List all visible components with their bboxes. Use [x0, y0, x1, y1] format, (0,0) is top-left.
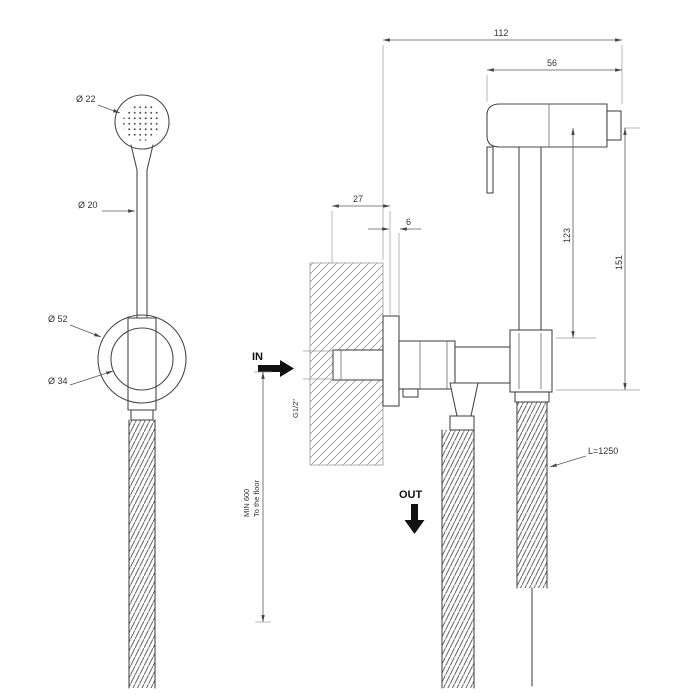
- inlet-nipple: [332, 349, 384, 381]
- dimension-lines: [261, 38, 627, 622]
- holder-cup: [127, 317, 157, 411]
- flex-hose-front-edges: [128, 419, 156, 689]
- holder-cup-side: [509, 329, 553, 393]
- front-view: Ø 22 Ø 20 Ø 52 Ø 34: [48, 94, 187, 689]
- side-view: IN OUT G1/2": [242, 28, 640, 689]
- leader-hose-length: [549, 455, 587, 468]
- sprayer-handle-front: [136, 169, 148, 319]
- floor-note-label: To the floor: [252, 479, 261, 517]
- leader-holder-inner: [69, 370, 114, 386]
- valve-stub: [402, 388, 419, 398]
- dim-123-label: 123: [562, 228, 572, 243]
- leader-head-diameter: [97, 104, 121, 114]
- dim-27-label: 27: [353, 194, 363, 204]
- dim-holder-inner-label: Ø 34: [48, 376, 68, 386]
- outlet-cone: [449, 382, 479, 417]
- hose-nut-out: [449, 415, 475, 431]
- hose-nut-right: [514, 391, 550, 403]
- dim-6-label: 6: [406, 217, 411, 227]
- extension-lines: [254, 45, 640, 623]
- dim-head-diameter-label: Ø 22: [76, 94, 96, 104]
- flex-hose-front: [129, 420, 155, 688]
- spray-head-side: [486, 103, 608, 148]
- out-flow-arrow-icon: [404, 504, 425, 534]
- holder-arm: [454, 346, 511, 384]
- flex-hose-out: [442, 430, 474, 688]
- dim-56-label: 56: [547, 58, 557, 68]
- hose-length-label: L=1250: [588, 446, 618, 456]
- holder-ring-inner: [110, 327, 174, 391]
- flex-hose-out-edges: [441, 429, 475, 689]
- hose-nut-front: [130, 409, 154, 421]
- wall-plate: [382, 315, 400, 407]
- out-label: OUT: [399, 489, 423, 501]
- flex-hose-right: [517, 402, 547, 588]
- dim-112-label: 112: [494, 28, 508, 38]
- spray-head-endcap: [606, 110, 622, 141]
- thread-size-label: G1/2": [291, 399, 300, 418]
- sprayer-handle-side: [518, 146, 542, 331]
- sprayer-lever: [486, 146, 494, 194]
- flex-hose-right-edges: [516, 401, 548, 589]
- in-label: IN: [252, 351, 263, 363]
- in-flow-arrow-icon: [258, 360, 294, 377]
- dim-handle-diameter-label: Ø 20: [78, 200, 98, 210]
- min-height-label: MIN 600: [242, 489, 251, 517]
- leader-holder-outer: [69, 324, 102, 338]
- dim-holder-outer-label: Ø 52: [48, 314, 68, 324]
- spray-face-nozzles: [123, 103, 161, 141]
- dim-151-label: 151: [614, 255, 624, 270]
- sprayer-neck: [130, 144, 154, 171]
- holder-cup-inner-lines: [518, 333, 542, 389]
- holder-ring-outer: [97, 314, 187, 404]
